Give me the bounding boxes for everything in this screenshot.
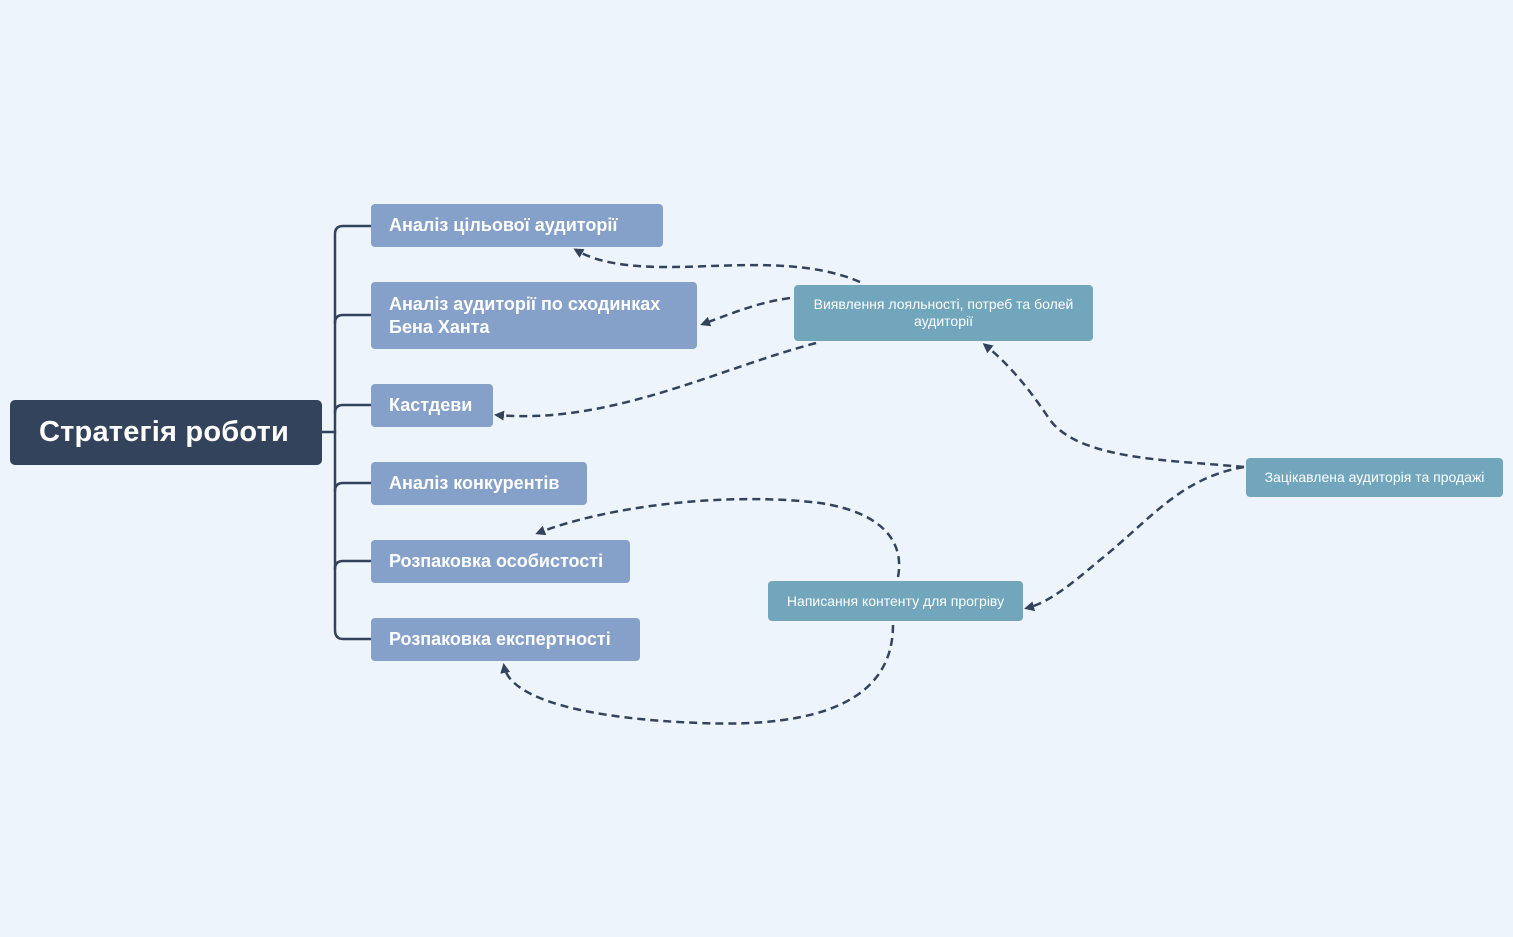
arrow-loyalty-to-custdev — [494, 341, 817, 421]
topic-ben-hunt-audience-analysis[interactable]: Аналіз аудиторії по сходинках Бена Ханта — [371, 282, 697, 349]
floating-topic-label: Зацікавлена аудиторія та продажі — [1264, 469, 1485, 485]
relationship-arrows — [494, 248, 1245, 725]
arrow-interested-to-loyalty — [982, 343, 1245, 469]
topic-competitor-analysis[interactable]: Аналіз конкурентів — [371, 462, 587, 505]
branch-connector-4 — [333, 481, 373, 493]
arrow-loyalty-to-target-audience — [573, 248, 861, 284]
topic-target-audience-analysis[interactable]: Аналіз цільової аудиторії — [371, 204, 663, 247]
branch-connector-3 — [333, 403, 373, 415]
floating-topic-warmup-content[interactable]: Написання контенту для прогріву — [768, 581, 1023, 621]
floating-topic-label: Написання контенту для прогріву — [786, 592, 1005, 609]
topic-custdev[interactable]: Кастдеви — [371, 384, 493, 427]
topic-personality-unpacking[interactable]: Розпаковка особистості — [371, 540, 630, 583]
floating-topic-label: Виявлення лояльності, потреб та болей ау… — [813, 296, 1074, 329]
topic-expertise-unpacking[interactable]: Розпаковка експертності — [371, 618, 640, 661]
topic-label: Аналіз аудиторії по сходинках Бена Ханта — [389, 293, 661, 337]
branch-connector-5 — [333, 559, 373, 571]
topic-label: Розпаковка особистості — [389, 551, 604, 571]
arrow-loyalty-to-ben-hunt — [700, 296, 791, 327]
tree-connectors — [320, 224, 373, 641]
central-topic[interactable]: Стратегія роботи — [10, 400, 322, 465]
arrow-interested-to-content — [1024, 465, 1245, 612]
central-topic-label: Стратегія роботи — [39, 416, 289, 448]
branch-connector-2 — [333, 313, 373, 325]
topic-label: Розпаковка експертності — [389, 629, 611, 649]
topic-label: Аналіз конкурентів — [389, 473, 560, 493]
branch-spine — [333, 224, 373, 641]
floating-topic-interested-audience-sales[interactable]: Зацікавлена аудиторія та продажі — [1246, 458, 1503, 497]
floating-topic-loyalty-needs[interactable]: Виявлення лояльності, потреб та болей ау… — [794, 285, 1093, 341]
topic-label: Аналіз цільової аудиторії — [389, 215, 618, 235]
arrow-content-to-personality — [535, 497, 901, 578]
topic-label: Кастдеви — [389, 395, 473, 415]
arrow-content-to-expertise — [500, 624, 895, 725]
